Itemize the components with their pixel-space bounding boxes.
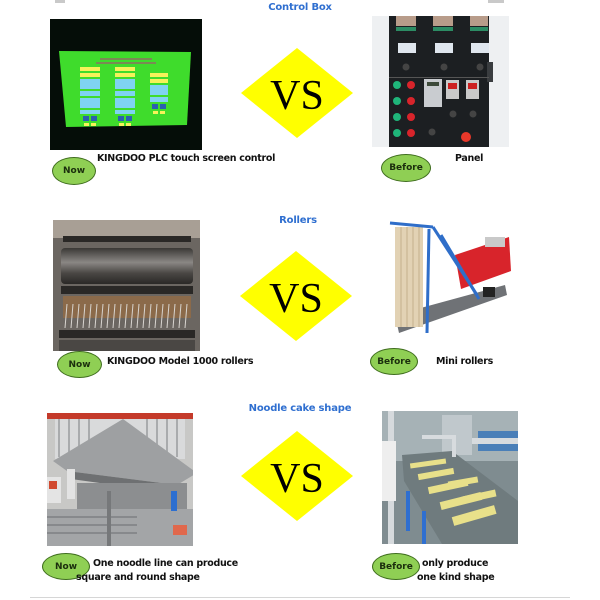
before-caption: only produce one kind shape <box>417 557 542 585</box>
caption-line: square and round shape <box>76 572 200 583</box>
noodle-line-image <box>47 413 193 546</box>
now-caption: KINGDOO Model 1000 rollers <box>107 355 254 369</box>
vs-label: VS <box>270 456 324 502</box>
caption-line: One noodle line can produce <box>93 558 238 569</box>
vs-diamond-icon: VS <box>240 251 352 341</box>
section-title: Noodle cake shape <box>248 403 352 414</box>
top-edge-mark-left <box>55 0 65 3</box>
now-badge: Now <box>42 553 90 580</box>
caption-line: KINGDOO Model 1000 rollers <box>107 356 254 367</box>
model-1000-rollers-image <box>53 220 200 351</box>
section-title: Control Box <box>268 2 332 13</box>
before-badge: Before <box>372 553 420 580</box>
caption-line: Panel <box>455 153 484 164</box>
mini-rollers-image <box>385 215 513 337</box>
bottom-divider <box>30 597 570 598</box>
vs-diamond-icon: VS <box>241 48 353 138</box>
vs-label: VS <box>270 73 324 119</box>
section-title: Rollers <box>279 215 317 226</box>
now-caption: One noodle line can produce square and r… <box>76 557 253 585</box>
plc-touch-screen-image <box>50 19 202 150</box>
caption-line: one kind shape <box>417 572 495 583</box>
caption-line: only produce <box>422 558 489 569</box>
control-panel-image <box>372 16 509 147</box>
now-badge: Now <box>52 157 96 185</box>
top-edge-mark-right <box>488 0 504 3</box>
noodle-cake-conveyor-image <box>382 411 518 544</box>
before-badge: Before <box>370 348 418 375</box>
before-badge: Before <box>381 154 431 182</box>
before-caption: Mini rollers <box>436 355 493 369</box>
vs-label: VS <box>269 276 323 322</box>
before-caption: Panel <box>455 152 483 166</box>
now-caption: KINGDOO PLC touch screen control <box>97 152 275 166</box>
now-badge: Now <box>57 351 102 378</box>
caption-line: KINGDOO PLC touch screen control <box>97 153 276 164</box>
vs-diamond-icon: VS <box>241 431 353 521</box>
caption-line: Mini rollers <box>436 356 493 367</box>
